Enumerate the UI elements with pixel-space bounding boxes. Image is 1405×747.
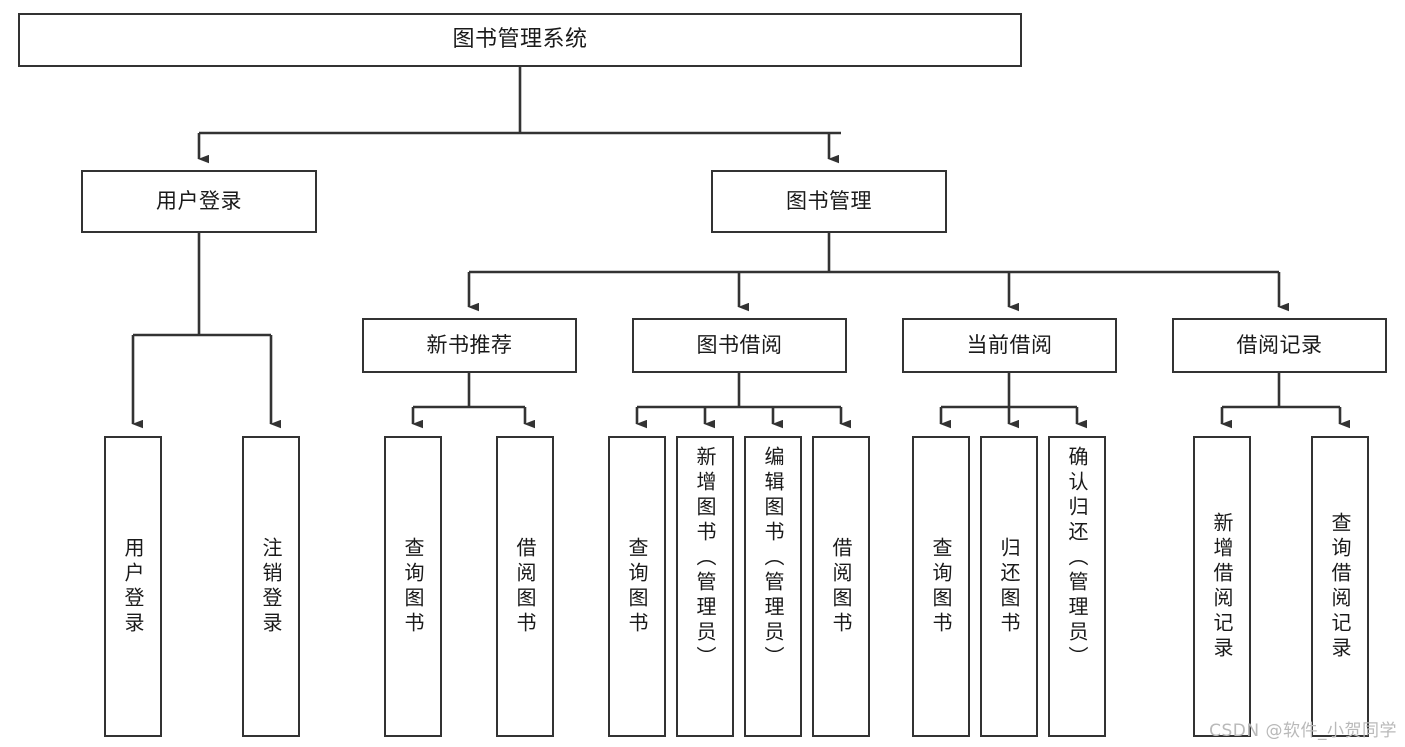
- node-leaf-edit-book-label: 编辑图书（管理员）: [761, 446, 785, 671]
- node-leaf-query-record-label: 查询借阅记录: [1328, 511, 1352, 662]
- node-leaf-query-book-3-label: 查询图书: [929, 536, 953, 637]
- node-root-label: 图书管理系统: [452, 26, 588, 52]
- node-leaf-borrow-book-1-label: 借阅图书: [513, 536, 537, 637]
- node-current-borrow-label: 当前借阅: [966, 332, 1053, 357]
- node-book-borrow-label: 图书借阅: [696, 332, 783, 357]
- watermark: CSDN @软件_小贺同学: [1209, 721, 1397, 741]
- node-leaf-query-book-2-label: 查询图书: [625, 536, 649, 637]
- node-leaf-borrow-book-2-label: 借阅图书: [829, 536, 853, 637]
- node-new-book-recommend-label: 新书推荐: [426, 332, 513, 357]
- node-leaf-add-record[interactable]: 新增借阅记录: [1193, 436, 1251, 737]
- node-leaf-query-record[interactable]: 查询借阅记录: [1311, 436, 1369, 737]
- node-leaf-add-book[interactable]: 新增图书（管理员）: [676, 436, 734, 737]
- node-leaf-borrow-book-2[interactable]: 借阅图书: [812, 436, 870, 737]
- node-leaf-user-login-label: 用户登录: [121, 536, 145, 637]
- node-user-login-label: 用户登录: [156, 188, 242, 213]
- node-leaf-user-logout[interactable]: 注销登录: [242, 436, 300, 737]
- node-leaf-query-book-3[interactable]: 查询图书: [912, 436, 970, 737]
- node-borrow-record[interactable]: 借阅记录: [1172, 318, 1387, 373]
- node-leaf-query-book-1-label: 查询图书: [401, 536, 425, 637]
- node-leaf-return-book-label: 归还图书: [997, 536, 1021, 637]
- node-root[interactable]: 图书管理系统: [18, 13, 1022, 67]
- node-book-manage-label: 图书管理: [786, 188, 872, 213]
- node-book-manage[interactable]: 图书管理: [711, 170, 947, 233]
- node-new-book-recommend[interactable]: 新书推荐: [362, 318, 577, 373]
- node-current-borrow[interactable]: 当前借阅: [902, 318, 1117, 373]
- node-leaf-edit-book[interactable]: 编辑图书（管理员）: [744, 436, 802, 737]
- node-leaf-return-book[interactable]: 归还图书: [980, 436, 1038, 737]
- node-borrow-record-label: 借阅记录: [1236, 332, 1323, 357]
- node-leaf-add-book-label: 新增图书（管理员）: [693, 446, 717, 671]
- node-book-borrow[interactable]: 图书借阅: [632, 318, 847, 373]
- node-leaf-query-book-2[interactable]: 查询图书: [608, 436, 666, 737]
- node-leaf-borrow-book-1[interactable]: 借阅图书: [496, 436, 554, 737]
- node-user-login[interactable]: 用户登录: [81, 170, 317, 233]
- node-leaf-user-logout-label: 注销登录: [259, 536, 283, 637]
- node-leaf-add-record-label: 新增借阅记录: [1210, 511, 1234, 662]
- node-leaf-user-login[interactable]: 用户登录: [104, 436, 162, 737]
- node-leaf-confirm-return-label: 确认归还（管理员）: [1065, 446, 1089, 671]
- node-leaf-confirm-return[interactable]: 确认归还（管理员）: [1048, 436, 1106, 737]
- node-leaf-query-book-1[interactable]: 查询图书: [384, 436, 442, 737]
